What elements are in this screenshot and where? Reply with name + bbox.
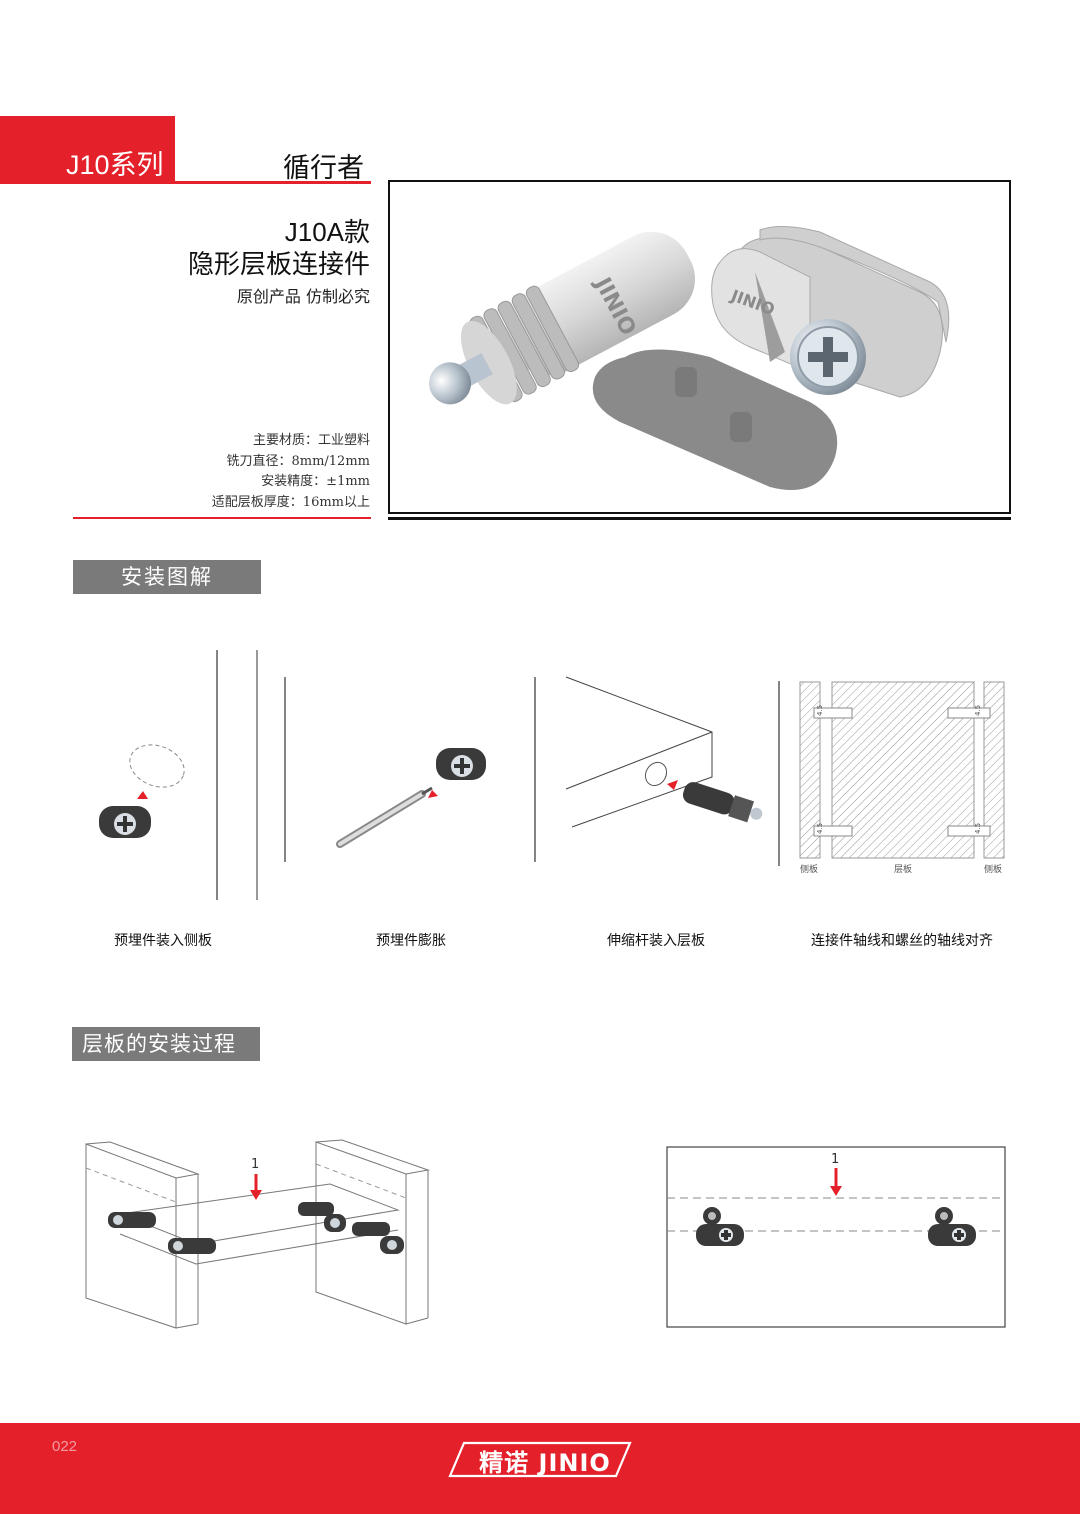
series-name: 循行者 xyxy=(283,153,364,184)
series-label: J10系列 xyxy=(66,150,164,180)
step2-caption: 预埋件膨胀 xyxy=(376,933,446,949)
label-shelf-panel: 层板 xyxy=(894,863,912,875)
label-side-panel-right: 侧板 xyxy=(984,863,1002,875)
section-install-process: 层板的安装过程 xyxy=(72,1027,260,1061)
spec-thickness: 适配层板厚度：16mm以上 xyxy=(211,494,370,510)
spec-material: 主要材质：工业塑料 xyxy=(252,433,370,448)
cover-plate xyxy=(592,349,838,491)
label-side-panel-left: 侧板 xyxy=(800,863,818,875)
spec-underline xyxy=(73,517,371,519)
product-title: J10A款 隐形层板连接件 xyxy=(188,216,370,282)
product-illustration: JINIO JINIO xyxy=(429,226,950,491)
telescopic-rod: JINIO xyxy=(429,231,696,405)
step3-caption: 伸缩杆装入层板 xyxy=(607,933,705,949)
series-tag: J10系列 xyxy=(0,116,175,184)
step4-caption: 连接件轴线和螺丝的轴线对齐 xyxy=(811,933,993,949)
product-underline xyxy=(388,517,1011,520)
dim-label-tr: 4.5 xyxy=(974,705,982,716)
dim-label-tl: 4.5 xyxy=(816,705,824,716)
cabinet-isometric-diagram: 1 xyxy=(85,1139,430,1329)
front-connector-left xyxy=(696,1207,744,1246)
embedded-part: JINIO xyxy=(711,226,950,398)
step4-alignment-diagram: 4.5 4.5 4.5 4.5 侧板 层板 侧板 xyxy=(778,681,1005,875)
brand-logo: 精诺 JINIO xyxy=(479,1449,611,1477)
brand-logo-frame xyxy=(448,1441,632,1478)
front-view-diagram: 1 xyxy=(666,1146,1006,1328)
spec-precision: 安装精度：±1mm xyxy=(261,474,370,489)
step1-illustration xyxy=(99,650,258,900)
product-name: 隐形层板连接件 xyxy=(187,250,370,280)
front-step-marker: 1 xyxy=(831,1152,839,1167)
process-step-marker: 1 xyxy=(251,1157,259,1172)
spec-cutter: 铣刀直径：8mm/12mm xyxy=(226,453,370,469)
front-connector-right xyxy=(928,1207,976,1246)
section-install-diagram: 安装图解 xyxy=(73,560,261,594)
step2-illustration xyxy=(284,677,486,862)
footer-bar xyxy=(0,1423,1080,1514)
product-tagline: 原创产品 仿制必究 xyxy=(236,287,370,306)
page-number: 022 xyxy=(52,1438,78,1455)
dim-label-bl: 4.5 xyxy=(816,823,824,834)
series-underline xyxy=(0,181,371,184)
spec-list: 主要材质：工业塑料 铣刀直径：8mm/12mm 安装精度：±1mm 适配层板厚度… xyxy=(212,431,370,513)
step1-caption: 预埋件装入侧板 xyxy=(114,933,212,949)
dim-label-br: 4.5 xyxy=(974,823,982,834)
product-photo: JINIO JINIO xyxy=(388,180,1011,514)
step3-illustration xyxy=(534,676,763,862)
product-model: J10A款 xyxy=(284,217,370,247)
